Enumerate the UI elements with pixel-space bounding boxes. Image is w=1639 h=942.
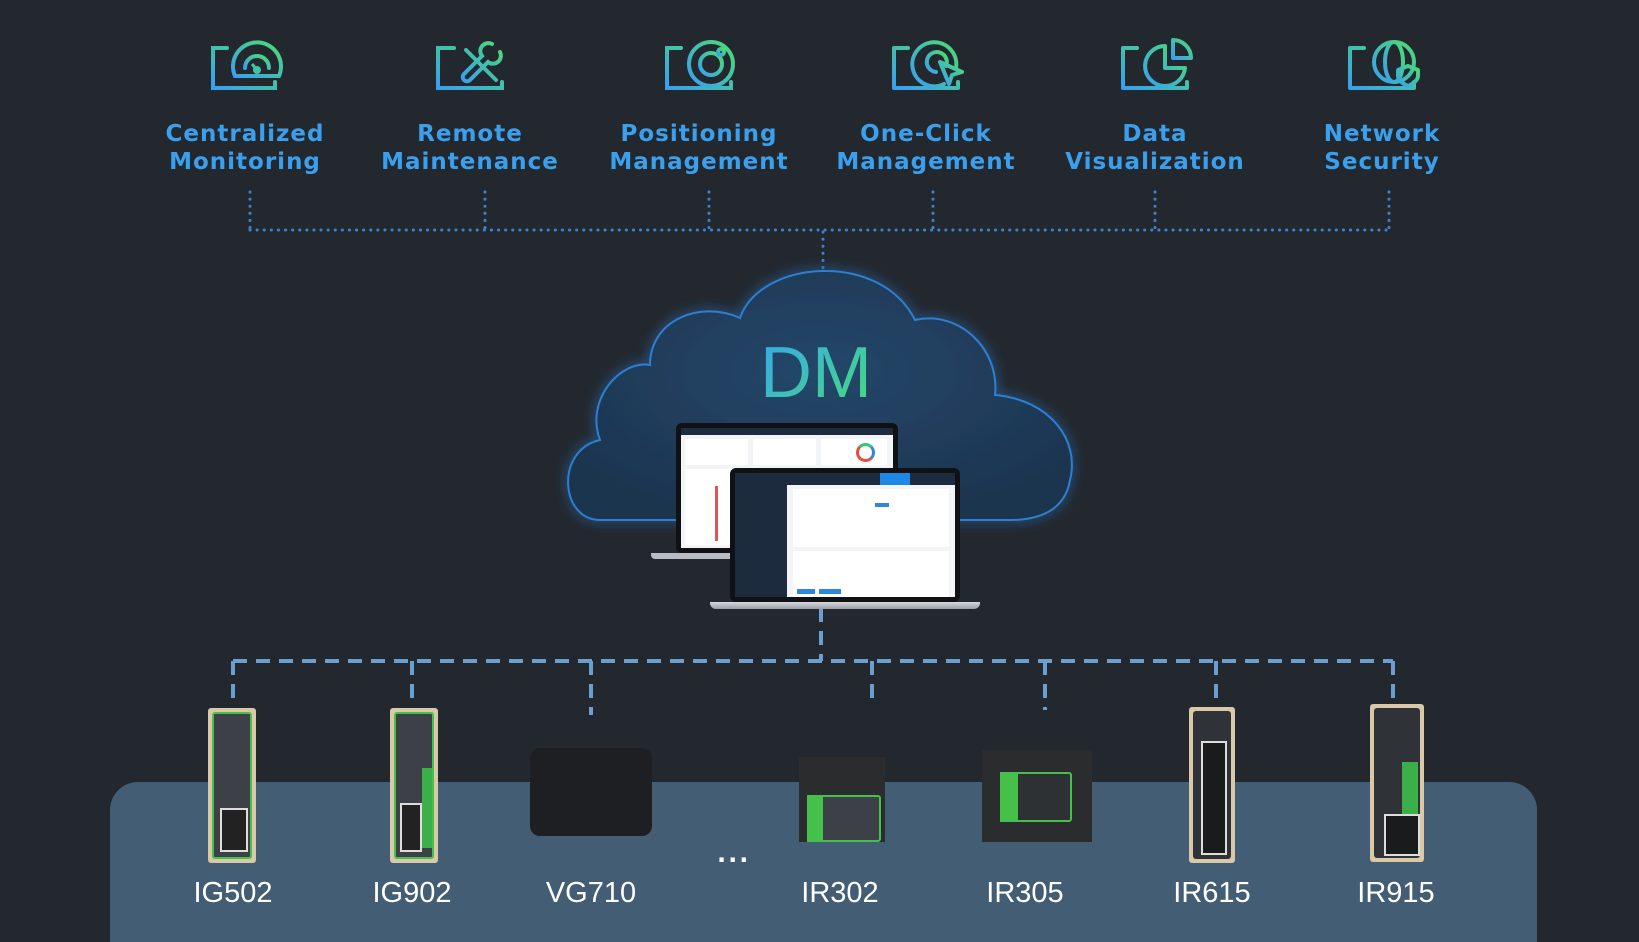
feature-label-line1: Centralized — [165, 121, 325, 147]
config-screen — [735, 473, 955, 597]
feature-label-line2: Monitoring — [169, 149, 321, 175]
device-label-ig502: IG502 — [193, 877, 273, 909]
device-vg710 — [530, 748, 652, 836]
device-ir915 — [1370, 704, 1424, 862]
feature-label-line1: Remote — [417, 121, 523, 147]
feature-label-line2: Management — [836, 149, 1016, 175]
laptop-front — [710, 468, 980, 610]
feature-label-line1: One-Click — [860, 121, 992, 147]
device-ir615 — [1189, 707, 1235, 863]
dm-title: DM — [760, 333, 872, 413]
device-dashed-connectors — [231, 608, 1395, 715]
feature-label-line2: Visualization — [1065, 149, 1245, 175]
feature-label-line1: Positioning — [620, 121, 778, 147]
device-label-ig902: IG902 — [372, 877, 452, 909]
feature-label-line2: Security — [1324, 149, 1440, 175]
monitor-globe-shield-icon — [1348, 40, 1420, 104]
device-label-ir305: IR305 — [986, 877, 1064, 909]
monitor-tools-icon — [436, 41, 504, 104]
monitor-target-icon — [665, 40, 735, 104]
device-ir302 — [799, 757, 885, 842]
feature-label-line1: Data — [1122, 121, 1188, 147]
device-ir305 — [982, 750, 1092, 842]
feature-label-line2: Management — [609, 149, 789, 175]
device-label-ir615: IR615 — [1173, 877, 1251, 909]
more-devices-indicator: ... — [717, 840, 751, 868]
device-label-ir302: IR302 — [801, 877, 879, 909]
monitor-gauge-icon — [211, 40, 283, 104]
device-ig902 — [390, 708, 438, 863]
feature-label-line1: Network — [1323, 121, 1441, 147]
device-label-ir915: IR915 — [1357, 877, 1435, 909]
monitor-pie-icon — [1121, 38, 1193, 104]
device-ig502 — [208, 708, 256, 863]
device-label-vg710: VG710 — [545, 877, 637, 909]
feature-label-line2: Maintenance — [381, 149, 559, 175]
monitor-click-icon — [892, 40, 964, 104]
